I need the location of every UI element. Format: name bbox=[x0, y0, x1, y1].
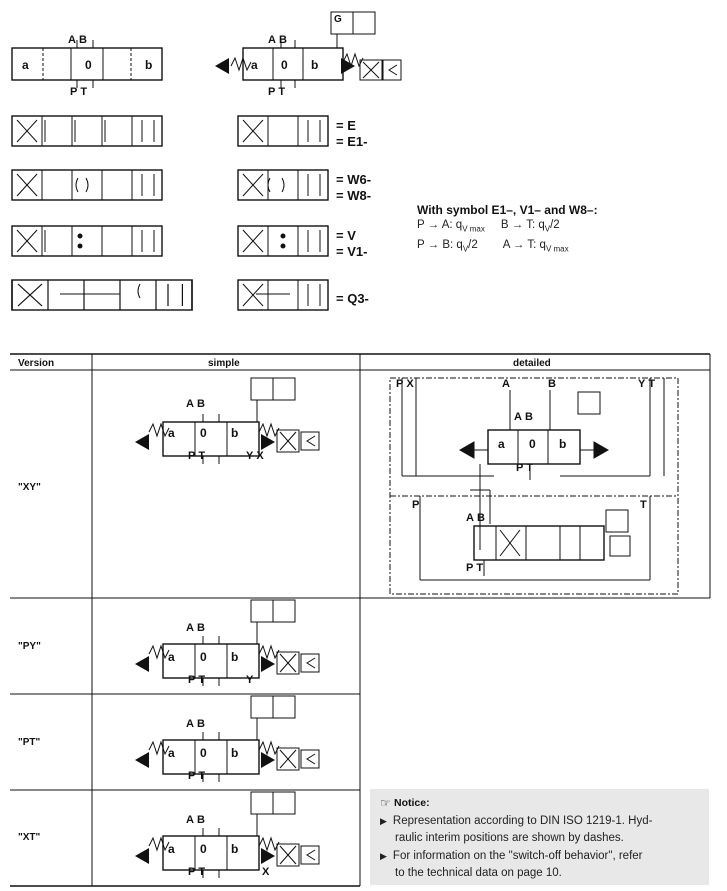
py-ports-top: A B bbox=[186, 622, 205, 634]
port-label-bottom-left: P T bbox=[70, 86, 87, 98]
det-y-t: Y T bbox=[638, 378, 656, 390]
port-a: A bbox=[68, 34, 76, 46]
flow-note-heading: With symbol E1–, V1– and W8–: bbox=[417, 203, 598, 217]
port-label-top-right: A B bbox=[268, 34, 287, 46]
pt-ports-top: A B bbox=[186, 718, 205, 730]
notice-box: ☞ Notice: ▶Representation according to D… bbox=[370, 789, 709, 885]
label-e1: = E1- bbox=[336, 134, 368, 149]
notice-bullet-1: ▶Representation according to DIN ISO 121… bbox=[380, 815, 653, 844]
row-label-xy: "XY" bbox=[18, 482, 41, 493]
xt-ports-bottom: P T bbox=[188, 866, 206, 878]
row-label-xt: "XT" bbox=[18, 832, 41, 843]
det-pos-a: a bbox=[498, 437, 505, 451]
xy-ports-yx: Y X bbox=[246, 450, 264, 462]
det-b: B bbox=[548, 378, 556, 390]
position-0: 0 bbox=[85, 58, 92, 72]
pt-pos-a: a bbox=[168, 746, 175, 760]
pilot-g-label: G bbox=[334, 14, 342, 25]
bullet-triangle-icon: ▶ bbox=[380, 851, 387, 861]
port-b: B bbox=[279, 34, 287, 46]
pt-pos-0: 0 bbox=[200, 746, 207, 760]
py-pos-0: 0 bbox=[200, 650, 207, 664]
py-pos-a: a bbox=[168, 650, 175, 664]
header-detailed: detailed bbox=[513, 358, 551, 369]
xy-ports-top: A B bbox=[186, 398, 205, 410]
row-label-py: "PY" bbox=[18, 641, 41, 652]
xy-pos-a: a bbox=[168, 426, 175, 440]
pointing-hand-icon: ☞ bbox=[380, 796, 391, 810]
port-p: P bbox=[268, 86, 276, 98]
flow-line-1: P → A: qV max B → T: qV/2 bbox=[417, 219, 560, 234]
label-v: = V bbox=[336, 228, 356, 243]
det-pt-lower: P T bbox=[466, 562, 484, 574]
flow-note: With symbol E1–, V1– and W8–: P → A: qV … bbox=[417, 203, 598, 258]
det-pos-b: b bbox=[559, 437, 567, 451]
port-t: T bbox=[80, 86, 88, 98]
xt-port-x: X bbox=[262, 866, 270, 878]
position-b: b bbox=[311, 58, 319, 72]
position-a: a bbox=[251, 58, 258, 72]
py-port-y: Y bbox=[246, 674, 254, 686]
label-w6: = W6- bbox=[336, 172, 372, 187]
position-a: a bbox=[22, 58, 29, 72]
row-label-pt: "PT" bbox=[18, 737, 41, 748]
det-ab-mid: A B bbox=[514, 411, 533, 423]
pt-ports-bottom: P T bbox=[188, 770, 206, 782]
det-p-lower: P bbox=[412, 499, 420, 511]
header-version: Version bbox=[18, 358, 55, 369]
port-a: A bbox=[268, 34, 276, 46]
xt-pos-b: b bbox=[231, 842, 239, 856]
notice-title: Notice: bbox=[394, 797, 430, 809]
xt-ports-top: A B bbox=[186, 814, 205, 826]
pt-pos-b: b bbox=[231, 746, 239, 760]
position-b: b bbox=[145, 58, 153, 72]
bullet-triangle-icon: ▶ bbox=[380, 816, 387, 826]
symbol-drawings bbox=[11, 11, 402, 311]
flow-line-2: P → B: qV/2 A → T: qV max bbox=[417, 239, 569, 254]
port-b: B bbox=[79, 34, 87, 46]
det-ab-lower: A B bbox=[466, 512, 485, 524]
label-w8: = W8- bbox=[336, 188, 372, 203]
label-q3: = Q3- bbox=[336, 291, 369, 306]
det-pt-mid: P T bbox=[516, 462, 534, 474]
det-pos-0: 0 bbox=[529, 437, 536, 451]
position-0: 0 bbox=[281, 58, 288, 72]
header-simple: simple bbox=[208, 358, 240, 369]
port-label-bottom-right: P T bbox=[268, 86, 285, 98]
py-pos-b: b bbox=[231, 650, 239, 664]
det-a: A bbox=[502, 378, 510, 390]
label-v1: = V1- bbox=[336, 244, 368, 259]
py-ports-bottom: P T bbox=[188, 674, 206, 686]
port-t: T bbox=[278, 86, 286, 98]
port-label-top-left: A B bbox=[68, 34, 87, 46]
label-e: = E bbox=[336, 118, 356, 133]
xt-pos-a: a bbox=[168, 842, 175, 856]
det-t-lower: T bbox=[640, 499, 647, 511]
notice-bullet-2: ▶For information on the "switch-off beha… bbox=[380, 850, 643, 879]
xy-pos-0: 0 bbox=[200, 426, 207, 440]
xy-pos-b: b bbox=[231, 426, 239, 440]
xt-pos-0: 0 bbox=[200, 842, 207, 856]
xy-ports-bottom: P T bbox=[188, 450, 206, 462]
det-p-x: P X bbox=[396, 378, 414, 390]
version-table-grid bbox=[10, 353, 711, 887]
port-p: P bbox=[70, 86, 78, 98]
